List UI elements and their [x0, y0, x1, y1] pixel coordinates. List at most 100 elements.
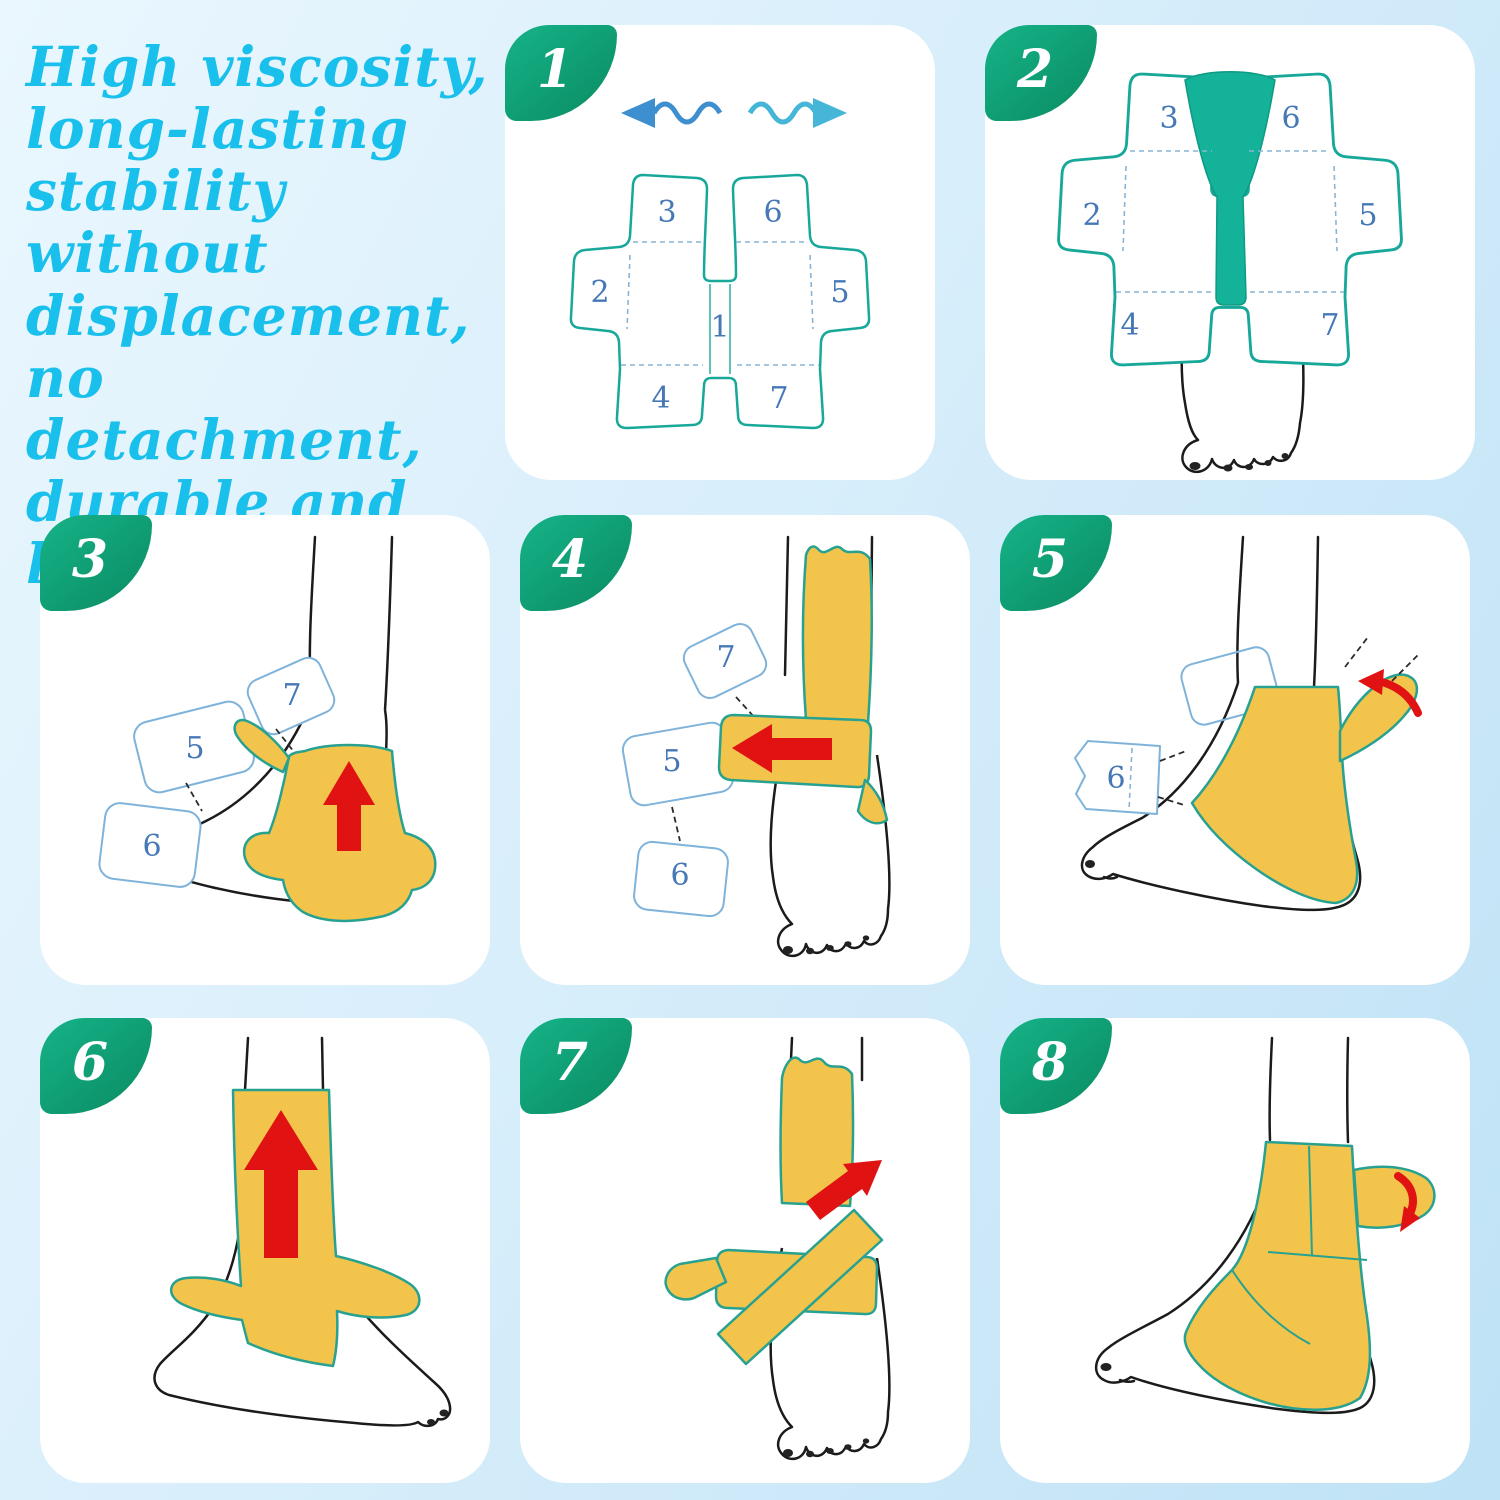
step-1-illustration: 3 6 2 5 4 7 1 [569, 98, 871, 430]
section-label-3: 3 [657, 195, 676, 230]
step-panel-7: 7 [520, 1018, 970, 1483]
yellow-tape-tail [856, 778, 889, 825]
step-2-illustration: 3 6 2 5 4 7 [1057, 71, 1403, 474]
step-2-badge: 2 [985, 25, 1097, 121]
toenail [439, 1409, 449, 1417]
toenail [826, 1448, 834, 1454]
outline-flap-7 [682, 622, 768, 700]
section-label-6: 6 [1106, 761, 1125, 796]
outline-flap-6 [633, 840, 729, 918]
step-panel-1: 1 3 6 2 5 4 7 1 [505, 25, 935, 480]
section-label-6: 6 [1281, 101, 1300, 136]
up-right-arrow-icon [806, 1160, 882, 1220]
outline-flap-ghost [1180, 646, 1280, 726]
toenail [1281, 453, 1289, 459]
foot-drawing [769, 744, 891, 958]
toenail [844, 1444, 852, 1450]
wrap-arrow-head-icon [1358, 669, 1384, 695]
yellow-tape-flap [664, 1256, 728, 1301]
section-label-5: 5 [185, 731, 204, 766]
left-arrow-icon [732, 724, 832, 773]
tape-seam [1308, 1145, 1313, 1257]
section-label-4: 4 [1120, 308, 1139, 343]
headline: High viscosity, long-lasting stability w… [26, 34, 516, 595]
toenail [826, 945, 834, 951]
leg-line [320, 1036, 325, 1092]
section-label-6: 6 [142, 829, 161, 864]
toenail [862, 935, 870, 941]
fold-line [809, 254, 814, 330]
headline-line: no detachment, [26, 344, 423, 472]
dashed-guide [1157, 796, 1185, 806]
toenail [862, 1438, 870, 1444]
step-6-illustration [153, 1036, 452, 1428]
toenail [844, 941, 852, 947]
step-panel-4: 4 7 5 6 [520, 515, 970, 985]
headline-line: displacement, [26, 282, 471, 348]
toenail [806, 947, 814, 955]
toenail [806, 1450, 814, 1458]
toenail [427, 1419, 435, 1425]
outline-flap-7 [246, 656, 336, 736]
step-8-illustration [1095, 1036, 1436, 1415]
section-label-7: 7 [769, 381, 788, 416]
up-arrow-icon [323, 761, 375, 851]
step-number: 7 [551, 1031, 589, 1093]
wavy-arrow-left-icon [651, 101, 723, 125]
yellow-tape-strip [801, 545, 873, 725]
step-number: 3 [71, 528, 109, 590]
leg-line [383, 535, 394, 712]
fold-line [1128, 747, 1133, 812]
wavy-arrow-right-head-icon [813, 98, 847, 128]
headline-line: stability without [26, 158, 286, 286]
toe-line [1102, 875, 1119, 880]
headline-line: long-lasting [26, 96, 410, 162]
wavy-arrow-right-icon [747, 101, 819, 125]
toenail [1100, 1363, 1112, 1371]
section-label-4: 4 [651, 381, 670, 416]
toenail [783, 1449, 793, 1457]
yellow-tape-wing [1338, 673, 1419, 763]
leg-line [1312, 535, 1320, 689]
section-label-7: 7 [1320, 308, 1339, 343]
leg-line [783, 535, 790, 677]
headline-line: High viscosity, [26, 34, 489, 99]
step-panel-3: 3 7 5 6 [40, 515, 490, 985]
section-label-7: 7 [282, 678, 301, 713]
dashed-guide [185, 782, 203, 812]
dashed-guide [1344, 636, 1369, 668]
outline-flap-6 [1074, 740, 1161, 815]
section-label-1: 1 [710, 310, 729, 345]
step-number: 2 [1016, 38, 1054, 100]
toenail [1189, 462, 1201, 470]
step-5-illustration: 6 [1074, 535, 1422, 912]
section-label-6: 6 [763, 195, 782, 230]
tape-outline [569, 173, 871, 430]
section-label-6: 6 [670, 858, 689, 893]
toenail [1223, 464, 1233, 472]
toenail [1245, 464, 1253, 470]
tape-seam [1231, 1269, 1311, 1345]
step-number: 4 [551, 528, 589, 590]
step-number: 8 [1031, 1031, 1069, 1093]
dashed-guide [275, 728, 299, 758]
teal-heel-pad [1184, 71, 1276, 306]
leg-line [1268, 1036, 1274, 1142]
section-label-2: 2 [590, 275, 609, 310]
fold-line [626, 254, 631, 330]
step-number: 5 [1031, 528, 1069, 590]
step-panel-8: 8 [1000, 1018, 1470, 1483]
step-number: 1 [536, 38, 574, 100]
wrap-arrow-head-icon [1400, 1206, 1420, 1232]
section-label-7: 7 [716, 640, 735, 675]
up-arrow-icon [244, 1110, 318, 1258]
section-label-5: 5 [1358, 198, 1377, 233]
toe-line [1118, 1378, 1136, 1384]
step-number: 6 [71, 1031, 109, 1093]
step-panel-6: 6 [40, 1018, 490, 1483]
step-panel-2: 2 3 6 2 5 4 7 [985, 25, 1475, 480]
tape-seam [1267, 1251, 1368, 1261]
dashed-guide [671, 806, 681, 842]
leg-line [1346, 1036, 1350, 1144]
